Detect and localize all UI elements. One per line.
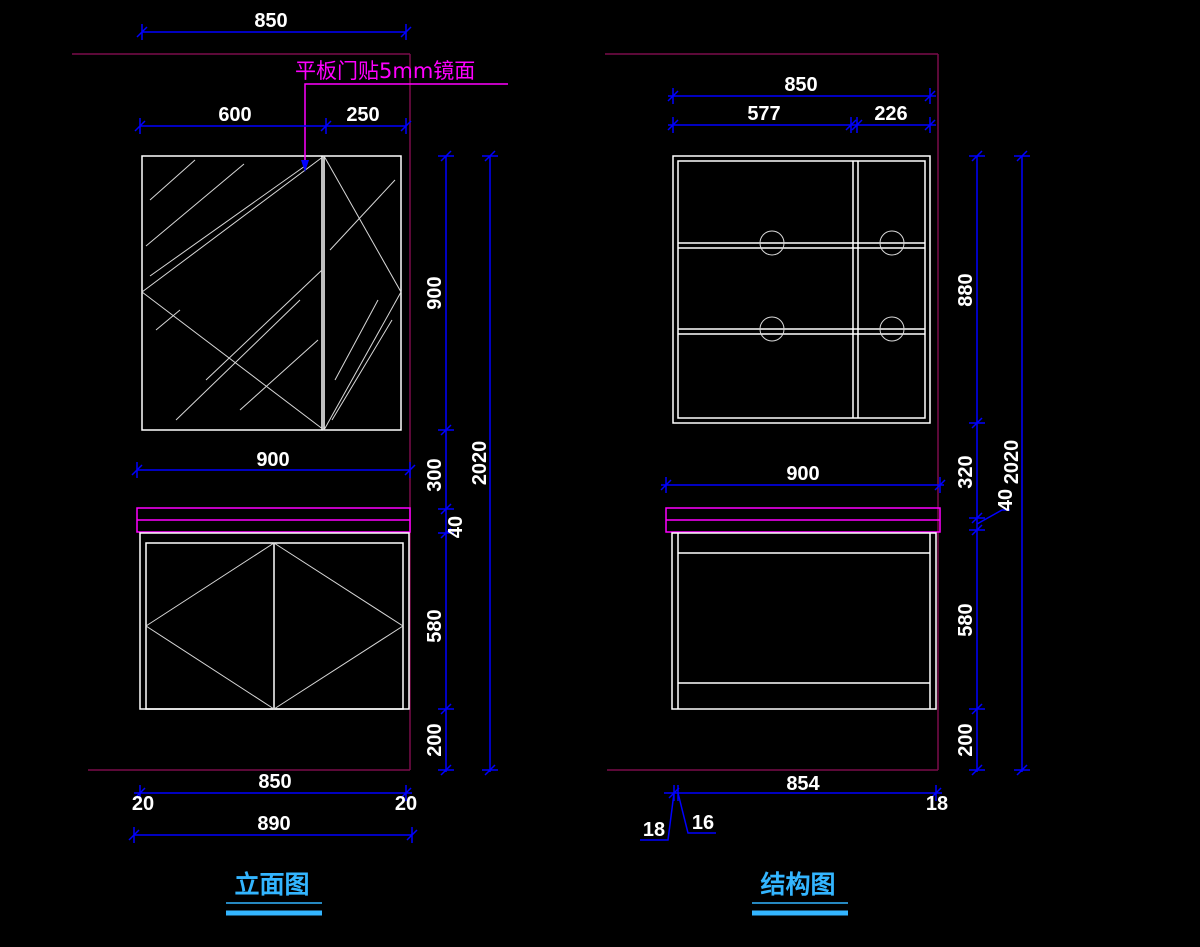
svg-text:900: 900: [786, 463, 819, 485]
dim-total-height: 2020: [469, 150, 498, 776]
hinge-hole: [879, 316, 905, 342]
dim-bottom-width: 854 18 16 18: [640, 773, 948, 841]
svg-text:20: 20: [132, 793, 154, 815]
leader-arrow: [301, 160, 309, 172]
door-swing-line: [273, 625, 404, 710]
mirror-hatching: [141, 155, 402, 431]
door-swing-line: [145, 542, 275, 627]
dim-vertical-chain: 900 300 40 580 200: [424, 150, 467, 776]
mirror-annotation: 平板门贴5mm镜面: [295, 59, 475, 83]
svg-text:850: 850: [254, 10, 287, 32]
structure-title: 结构图: [760, 870, 835, 899]
elevation-view: 平板门贴5mm镜面 850 600 250 900 850 20: [72, 10, 508, 916]
svg-text:854: 854: [786, 773, 820, 795]
svg-text:2020: 2020: [469, 441, 491, 486]
annotation-leader: [304, 83, 508, 164]
svg-text:850: 850: [784, 74, 817, 96]
svg-text:40: 40: [995, 489, 1017, 511]
svg-text:2020: 2020: [1001, 440, 1023, 485]
mirror-cabinet: [141, 155, 402, 431]
svg-text:577: 577: [747, 103, 780, 125]
lower-cabinet-frame: [671, 532, 937, 710]
svg-text:300: 300: [424, 458, 446, 491]
upper-cabinet-frame: [672, 155, 931, 424]
svg-text:18: 18: [926, 793, 948, 815]
svg-text:600: 600: [218, 104, 251, 126]
dim-bottom-width: 850 20 20: [132, 771, 417, 815]
dim-counter-width: 900: [660, 463, 946, 493]
svg-text:200: 200: [424, 723, 446, 756]
dim-total-height: 2020: [1001, 150, 1030, 776]
svg-text:900: 900: [256, 449, 289, 471]
svg-text:18: 18: [643, 819, 665, 841]
hinge-hole: [759, 230, 785, 256]
svg-text:580: 580: [424, 609, 446, 642]
dim-top-width: 850: [667, 74, 936, 104]
door-swing-line: [273, 542, 404, 627]
dim-section-split: 577 226: [667, 103, 936, 133]
svg-text:16: 16: [692, 812, 714, 834]
elevation-title: 立面图: [234, 870, 309, 899]
svg-text:880: 880: [955, 273, 977, 306]
svg-text:850: 850: [258, 771, 291, 793]
dim-vertical-chain: 880 320 40 580 200: [955, 150, 1017, 776]
dim-overall-width: 890: [128, 813, 418, 843]
hinge-hole: [759, 316, 785, 342]
upper-cabinet-inner: [677, 160, 926, 419]
dim-mirror-split: 600 250: [134, 104, 412, 134]
svg-text:320: 320: [955, 455, 977, 488]
svg-text:900: 900: [424, 276, 446, 309]
svg-text:200: 200: [955, 723, 977, 756]
svg-text:580: 580: [955, 603, 977, 636]
svg-text:250: 250: [346, 104, 379, 126]
door-swing-line: [145, 625, 275, 710]
dim-counter-width: 900: [131, 449, 416, 478]
hinge-hole: [879, 230, 905, 256]
svg-text:20: 20: [395, 793, 417, 815]
dim-top-width: 850: [136, 10, 412, 40]
structure-view: 850 577 226 900 854 18 16 18: [605, 53, 1030, 916]
svg-text:40: 40: [445, 516, 467, 538]
svg-text:890: 890: [257, 813, 290, 835]
svg-text:226: 226: [874, 103, 907, 125]
